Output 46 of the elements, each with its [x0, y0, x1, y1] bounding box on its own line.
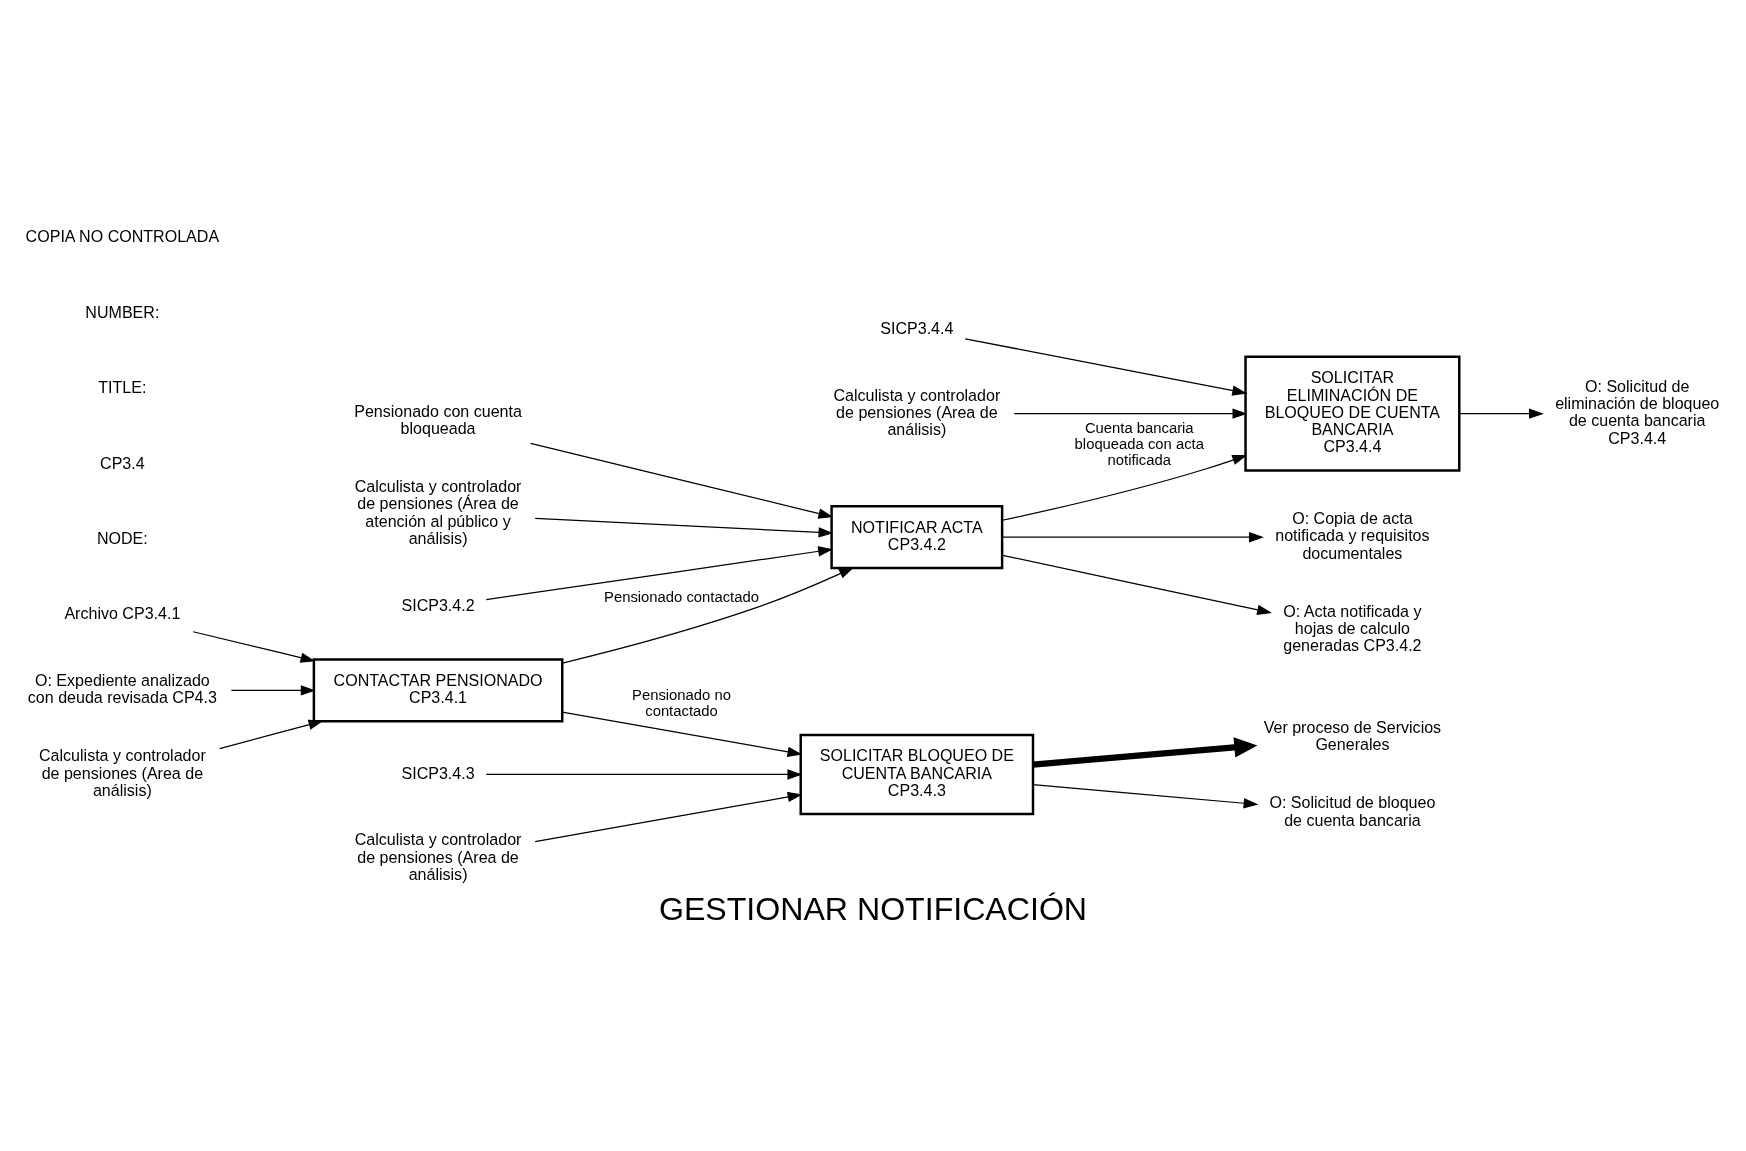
arrow: [192, 631, 316, 663]
label: TITLE:: [98, 378, 147, 397]
arrow: [230, 685, 316, 696]
edge-label: Pensionado no contactado: [632, 686, 731, 719]
edge-label: Cuenta bancaria bloqueada con acta notificada: [1074, 419, 1204, 469]
label: NUMBER:: [85, 302, 160, 321]
label: CP3.4: [100, 453, 145, 472]
arrow: [485, 546, 833, 601]
arrow: [529, 442, 834, 519]
node-text: O: Copia de acta notificada y requisitos documentales: [1275, 509, 1430, 562]
arrow: [1002, 554, 1272, 615]
arrow: [1032, 737, 1258, 768]
node-text: SICP3.4.4: [880, 318, 954, 337]
node-text: O: Solicitud de eliminación de bloqueo de cuenta bancaria CP3.4.4: [1555, 376, 1720, 447]
node-text: O: Expediente analizado con deuda revisada CP4.3: [27, 670, 217, 707]
arrow: [534, 791, 803, 843]
node-text: Calculista y controlador de pensiones (Area de análisis): [354, 830, 522, 883]
node-text: SICP3.4.3: [401, 763, 475, 782]
node-box: CONTACTAR PENSIONADO CP3.4.1: [312, 658, 564, 723]
arrow: [1002, 532, 1264, 543]
node-box: NOTIFICAR ACTA CP3.4.2: [830, 505, 1004, 570]
node-text: Calculista y controlador de pensiones (Area de análisis): [833, 385, 1001, 439]
node-text: Archivo CP3.4.1: [64, 604, 181, 623]
node-text: SICP3.4.2: [401, 595, 475, 614]
label: NODE:: [96, 528, 148, 547]
node-text: Pensionado con cuenta bloqueada: [354, 401, 522, 437]
node-box: SOLICITAR ELIMINACIÓN DE BLOQUEO DE CUENTA BANCARIA CP3.4.4: [1244, 355, 1461, 472]
diagram-title: GESTIONAR NOTIFICACIÓN: [658, 890, 1088, 927]
arrow: [485, 769, 803, 780]
arrow: [1001, 455, 1248, 521]
arrow: [964, 338, 1248, 396]
arrow: [534, 517, 834, 538]
arrow: [1032, 784, 1259, 809]
node-text: Calculista y controlador de pensiones (Área de atención al público y análisis): [354, 476, 522, 547]
arrow: [561, 567, 854, 664]
arrow: [219, 719, 324, 750]
node-text: O: Acta notificada y hojas de calculo generadas CP3.4.2: [1283, 601, 1422, 655]
node-box: SOLICITAR BLOQUEO DE CUENTA BANCARIA CP3.4.3: [799, 733, 1035, 816]
node-text: Calculista y controlador de pensiones (Area de análisis): [38, 746, 206, 799]
node-text: Ver proceso de Servicios Generales: [1263, 717, 1442, 754]
node-text: O: Solicitud de bloqueo de cuenta bancaria: [1269, 793, 1436, 829]
edge-label: Pensionado contactado: [604, 589, 759, 606]
arrow: [561, 711, 803, 757]
label: COPIA NO CONTROLADA: [25, 227, 220, 246]
arrow: [1458, 408, 1544, 419]
arrow: [1013, 408, 1248, 419]
